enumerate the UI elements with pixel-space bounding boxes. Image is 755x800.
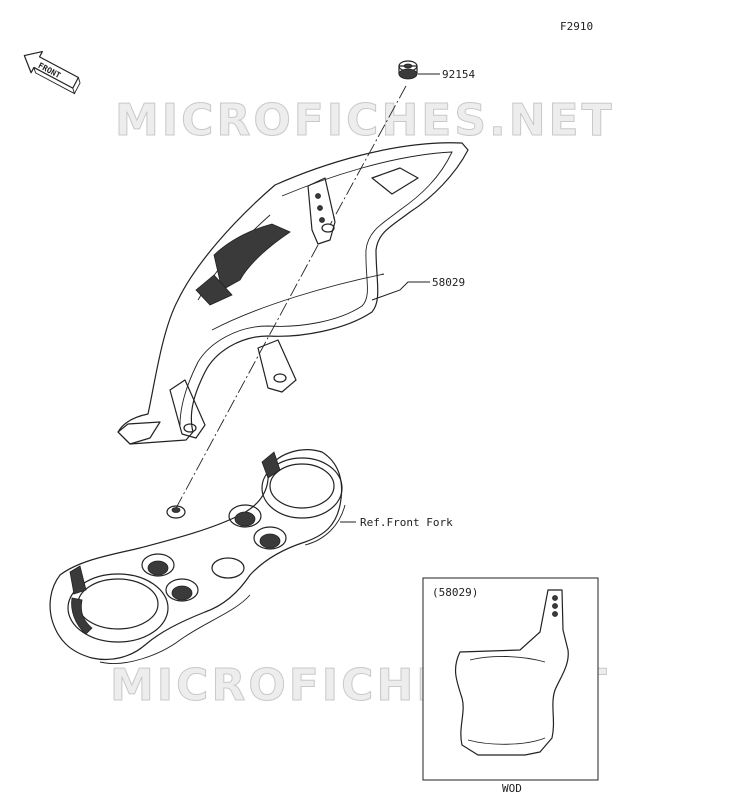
leader-line-plate bbox=[371, 281, 430, 301]
part-label-plate: 58029 bbox=[432, 276, 465, 289]
figure-code: F2910 bbox=[560, 20, 593, 33]
alignment-line-upper bbox=[329, 85, 407, 226]
inset-label: (58029) bbox=[432, 586, 478, 599]
bolt-92154-icon bbox=[398, 60, 418, 80]
front-arrow-icon: FRONT bbox=[23, 50, 81, 95]
triple-clamp bbox=[49, 449, 346, 664]
part-label-fork: Ref.Front Fork bbox=[360, 516, 453, 529]
inset-frame bbox=[422, 577, 599, 781]
variant-plate bbox=[454, 589, 569, 756]
front-badge-label: FRONT bbox=[37, 61, 63, 80]
number-plate bbox=[117, 142, 469, 445]
part-label-bolt: 92154 bbox=[442, 68, 475, 81]
watermark-top: MICROFICHES.NET bbox=[115, 95, 615, 146]
variant-inset: (58029) WOD bbox=[422, 577, 599, 795]
inset-caption: WOD bbox=[502, 782, 522, 795]
alignment-line-lower bbox=[174, 244, 319, 511]
